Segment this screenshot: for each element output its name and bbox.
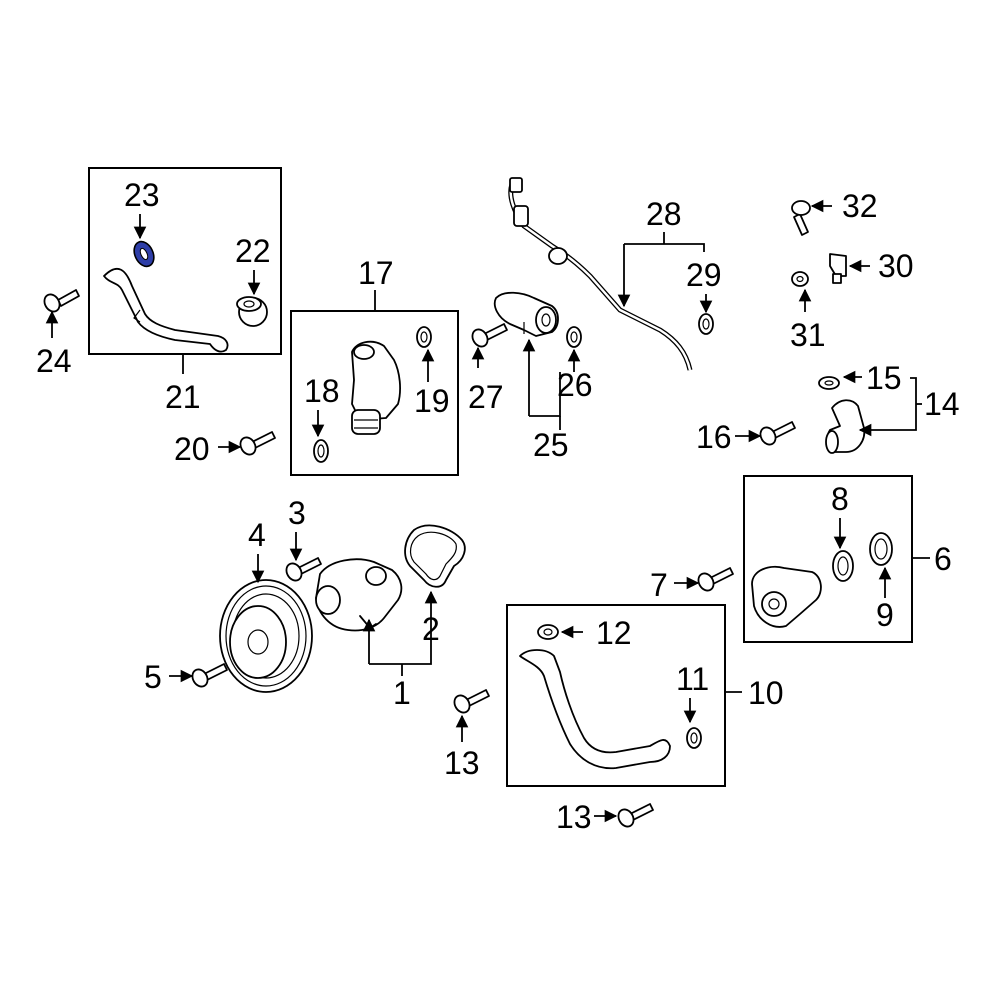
part-23-gasket-highlighted[interactable] xyxy=(130,238,157,269)
part-29-o-ring[interactable] xyxy=(698,313,714,335)
callout-27: 27 xyxy=(468,379,504,415)
part-13-bolt-upper[interactable] xyxy=(451,689,490,715)
part-26-o-ring[interactable] xyxy=(566,326,582,348)
part-15-o-ring[interactable] xyxy=(818,376,840,390)
callout-16: 16 xyxy=(696,419,732,455)
part-30-sensor[interactable] xyxy=(829,253,847,284)
callout-12: 12 xyxy=(596,615,632,651)
group-box-21 xyxy=(88,167,282,355)
part-31-washer[interactable] xyxy=(791,271,809,287)
callout-11: 11 xyxy=(676,661,709,697)
part-12-o-ring[interactable] xyxy=(537,624,559,640)
group-box-6 xyxy=(743,475,913,643)
callout-3: 3 xyxy=(288,495,306,531)
part-17-thermostat-housing[interactable] xyxy=(351,340,401,435)
callout-24: 24 xyxy=(36,343,72,379)
callout-19: 19 xyxy=(414,383,450,419)
part-11-o-ring[interactable] xyxy=(686,727,702,749)
callout-labels: 23 22 21 24 17 18 19 20 27 26 25 28 29 3… xyxy=(36,177,960,835)
callout-5: 5 xyxy=(144,659,162,695)
callout-13-lower: 13 xyxy=(556,799,592,835)
callout-18: 18 xyxy=(304,373,340,409)
callout-22: 22 xyxy=(235,233,271,269)
part-14-coolant-connector[interactable] xyxy=(825,399,866,454)
callout-6: 6 xyxy=(934,541,952,577)
part-19-o-ring[interactable] xyxy=(416,326,432,348)
part-25-thermostat[interactable] xyxy=(493,291,559,337)
callout-21: 21 xyxy=(165,379,201,415)
callout-14: 14 xyxy=(924,386,960,422)
part-2-pump-gasket[interactable] xyxy=(404,524,466,588)
part-32-bolt[interactable] xyxy=(791,200,811,236)
callout-4: 4 xyxy=(248,517,266,553)
callout-30: 30 xyxy=(878,248,914,284)
part-16-bolt[interactable] xyxy=(757,421,796,447)
callout-8: 8 xyxy=(831,481,849,517)
group-box-10 xyxy=(506,604,726,787)
callout-25: 25 xyxy=(533,427,569,463)
callout-29: 29 xyxy=(686,257,722,293)
callout-1: 1 xyxy=(393,675,411,711)
part-21-coolant-pipe[interactable] xyxy=(103,267,229,353)
part-7-bolt[interactable] xyxy=(695,567,734,593)
part-6-auxiliary-water-pump[interactable] xyxy=(751,565,822,628)
part-18-o-ring[interactable] xyxy=(313,439,329,463)
part-9-o-ring[interactable] xyxy=(869,532,893,566)
callout-9: 9 xyxy=(876,597,894,633)
part-24-bolt[interactable] xyxy=(41,289,80,314)
leader-lines xyxy=(45,199,930,823)
part-28-hose-assembly[interactable] xyxy=(508,177,693,371)
callout-13-upper: 13 xyxy=(444,745,480,781)
callout-10: 10 xyxy=(748,675,784,711)
callout-20: 20 xyxy=(174,431,210,467)
part-27-bolt[interactable] xyxy=(469,323,508,349)
callout-7: 7 xyxy=(650,567,668,603)
part-22-grommet[interactable] xyxy=(236,296,268,327)
callout-2: 2 xyxy=(422,611,440,647)
callout-17: 17 xyxy=(358,255,394,291)
callout-31: 31 xyxy=(790,317,826,353)
callout-15: 15 xyxy=(866,360,902,396)
part-5-bolt[interactable] xyxy=(189,663,228,689)
part-4-pulley[interactable] xyxy=(219,579,313,693)
callout-26: 26 xyxy=(557,367,593,403)
part-10-coolant-pipe[interactable] xyxy=(519,649,671,770)
part-8-o-ring[interactable] xyxy=(832,550,854,582)
callout-28: 28 xyxy=(646,196,682,232)
callout-32: 32 xyxy=(842,188,878,224)
part-1-water-pump[interactable] xyxy=(315,558,403,632)
part-20-bolt[interactable] xyxy=(237,431,276,457)
part-3-bolt[interactable] xyxy=(283,557,322,583)
callout-23: 23 xyxy=(124,177,160,213)
part-13-bolt-lower[interactable] xyxy=(615,803,654,829)
